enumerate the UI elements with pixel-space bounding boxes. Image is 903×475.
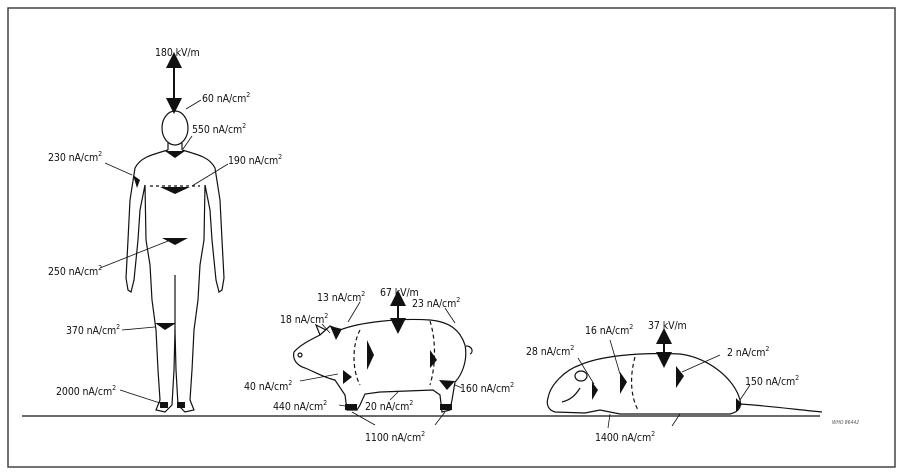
label-human-knee: 370 nA/cm2 [66, 323, 121, 338]
label-rat-neck: 28 nA/cm2 [526, 344, 575, 359]
label-pig-front-leg: 440 nA/cm2 [273, 399, 328, 414]
pig-field-label: 67 kV/m [380, 287, 419, 299]
label-rat-shoulder: 16 nA/cm2 [585, 323, 634, 338]
human-figure [125, 110, 225, 413]
label-human-chest: 190 nA/cm2 [228, 153, 283, 168]
label-pig-back: 23 nA/cm2 [412, 296, 461, 311]
human-field-label: 180 kV/m [155, 47, 200, 59]
rat-markers [592, 366, 742, 412]
label-human-neck: 550 nA/cm2 [192, 122, 247, 137]
figure-code: WHO 86442 [832, 420, 860, 426]
rat-field-label: 37 kV/m [648, 320, 687, 332]
label-pig-head: 18 nA/cm2 [280, 312, 329, 327]
label-rat-tail: 150 nA/cm2 [745, 374, 800, 389]
label-rat-feet: 1400 nA/cm2 [595, 430, 655, 445]
label-pig-hind-leg: 160 nA/cm2 [460, 381, 515, 396]
pig-leaders [299, 301, 463, 426]
human-markers [133, 151, 190, 408]
rat-figure [546, 352, 823, 415]
label-human-arm: 230 nA/cm2 [48, 150, 103, 165]
label-pig-neck-low: 40 nA/cm2 [244, 379, 293, 394]
label-human-head: 60 nA/cm2 [202, 91, 251, 106]
label-human-ankle: 2000 nA/cm2 [56, 384, 116, 399]
rat-leaders [577, 339, 751, 429]
pig-figure [293, 318, 473, 413]
human-leaders [99, 99, 229, 404]
label-human-pelvis: 250 nA/cm2 [48, 264, 103, 279]
label-pig-feet: 1100 nA/cm2 [365, 430, 425, 445]
label-rat-back: 2 nA/cm2 [727, 345, 770, 360]
label-pig-neck-top: 13 nA/cm2 [317, 290, 366, 305]
pig-markers [330, 326, 455, 410]
figure-border [7, 7, 896, 468]
label-pig-belly: 20 nA/cm2 [365, 399, 414, 414]
